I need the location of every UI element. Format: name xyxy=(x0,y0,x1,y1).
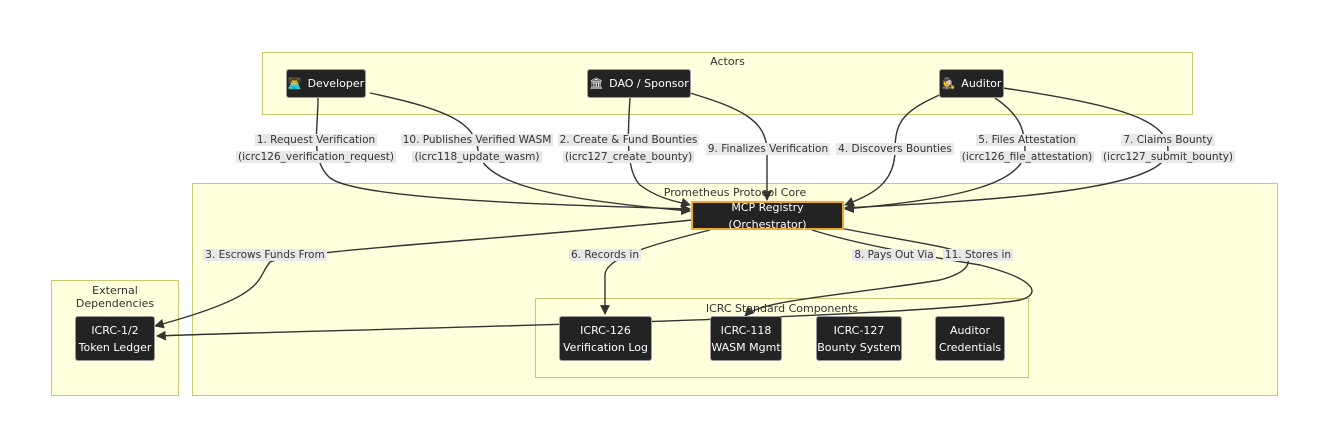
icrc118-line1: ICRC-118 xyxy=(720,323,772,337)
edge-label-2: 2. Create & Fund Bounties(icrc127_create… xyxy=(557,134,700,163)
edge-label-3: 3. Escrows Funds From xyxy=(203,249,327,261)
edge-label-9: 9. Finalizes Verification xyxy=(705,143,831,155)
mcp-registry-node[interactable]: MCP Registry (Orchestrator) xyxy=(691,200,844,231)
edge-label-11: 11. Stores in xyxy=(942,249,1014,261)
auditor-credentials-line1: Auditor xyxy=(949,323,991,337)
auditor-label: Auditor xyxy=(961,77,1002,90)
icrc118-line2: WASM Mgmt xyxy=(711,340,781,354)
auditor-credentials-node[interactable]: Auditor Credentials xyxy=(935,316,1005,361)
icrc126-line1: ICRC-126 xyxy=(580,323,631,337)
developer-label: Developer xyxy=(307,77,365,90)
token-ledger-node[interactable]: ICRC-1/2 Token Ledger xyxy=(75,316,155,361)
edge-registry-icrc118-11 xyxy=(744,227,969,317)
edge-registry-icrc126-6 xyxy=(600,229,711,315)
icrc-cluster-title: ICRC Standard Components xyxy=(705,302,859,315)
edge-label-5: 5. Files Attestation(icrc126_file_attest… xyxy=(959,134,1095,163)
edge-label-1: 1. Request Verification(icrc126_verifica… xyxy=(235,134,397,163)
icrc118-node[interactable]: ICRC-118 WASM Mgmt xyxy=(710,316,782,361)
token-ledger-line1: ICRC-1/2 xyxy=(91,323,139,337)
developer-icon: 👨‍💻 xyxy=(287,77,302,90)
developer-node[interactable]: 👨‍💻 Developer xyxy=(286,69,366,98)
edge-label-6: 6. Records in xyxy=(568,249,641,261)
dao-sponsor-label: DAO / Sponsor xyxy=(609,77,689,90)
edge-registry-ledger-3 xyxy=(154,219,693,329)
mcp-registry-label: MCP Registry (Orchestrator) xyxy=(728,200,807,231)
dao-sponsor-node[interactable]: 🏛 DAO / Sponsor xyxy=(587,69,691,98)
external-cluster-title: External Dependencies xyxy=(75,284,155,310)
icrc126-line2: Verification Log xyxy=(563,340,648,354)
actors-cluster-title: Actors xyxy=(710,55,745,68)
detective-icon: 🕵 xyxy=(941,77,956,90)
edge-label-7: 7. Claims Bounty(icrc127_submit_bounty) xyxy=(1100,134,1236,163)
bank-icon: 🏛 xyxy=(589,77,604,90)
token-ledger-line2: Token Ledger xyxy=(78,340,152,354)
icrc127-line2: Bounty System xyxy=(817,340,901,354)
auditor-node[interactable]: 🕵 Auditor xyxy=(939,69,1004,98)
edge-label-10: 10. Publishes Verified WASM(icrc118_upda… xyxy=(400,134,554,163)
icrc127-node[interactable]: ICRC-127 Bounty System xyxy=(816,316,902,361)
icrc126-node[interactable]: ICRC-126 Verification Log xyxy=(559,316,652,361)
icrc127-line1: ICRC-127 xyxy=(833,323,885,337)
edge-dao-registry-2 xyxy=(627,97,691,208)
edge-label-8: 8. Pays Out Via xyxy=(852,249,936,261)
auditor-credentials-line2: Credentials xyxy=(938,340,1002,354)
edge-label-4: 4. Discovers Bounties xyxy=(836,143,954,155)
